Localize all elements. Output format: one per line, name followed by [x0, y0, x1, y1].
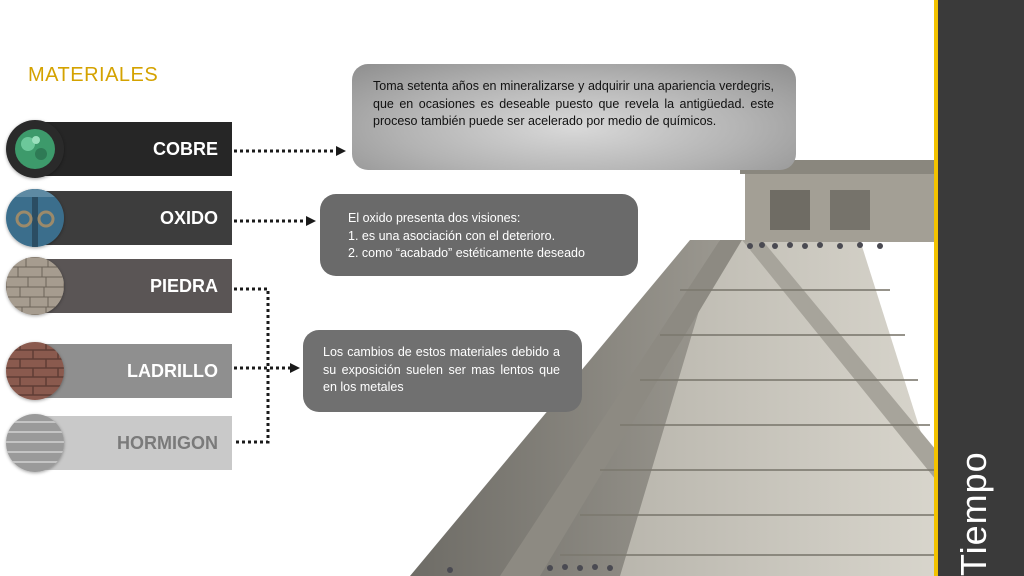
- material-label-oxido: OXIDO: [159, 207, 218, 228]
- material-bar-ladrillo[interactable]: LADRILLO: [38, 344, 232, 398]
- oxide-door-texture-icon: [6, 189, 64, 247]
- concrete-texture-icon: [6, 414, 64, 472]
- material-bar-piedra[interactable]: PIEDRA: [38, 259, 232, 313]
- description-oxido-line: El oxido presenta dos visiones:: [348, 211, 521, 225]
- material-row-ladrillo[interactable]: LADRILLO: [6, 342, 232, 400]
- material-label-cobre: COBRE: [152, 138, 218, 159]
- material-row-cobre[interactable]: COBRE: [6, 120, 232, 178]
- description-cobre-text: Toma setenta años en mineralizarse y adq…: [373, 79, 774, 128]
- arrow-head-oxido: [306, 216, 316, 226]
- material-bar-hormigon[interactable]: HORMIGON: [38, 416, 232, 470]
- description-oxido: El oxido presenta dos visiones: 1. es un…: [320, 194, 638, 276]
- material-bar-cobre[interactable]: COBRE: [38, 122, 232, 176]
- material-label-ladrillo: LADRILLO: [127, 360, 218, 381]
- description-piedra: Los cambios de estos materiales debido a…: [303, 330, 582, 412]
- copper-texture-icon: [6, 120, 64, 178]
- description-piedra-text: Los cambios de estos materiales debido a…: [323, 345, 560, 394]
- arrow-head-ladrillo: [290, 363, 300, 373]
- material-bar-oxido[interactable]: OXIDO: [38, 191, 232, 245]
- side-band: [934, 0, 1024, 576]
- material-label-hormigon: HORMIGON: [117, 432, 218, 453]
- arrow-piedra-group: [234, 287, 270, 444]
- description-oxido-line: 1. es una asociación con el deterioro.: [348, 228, 556, 243]
- material-label-piedra: PIEDRA: [149, 275, 218, 296]
- description-oxido-line: 2. como “acabado” estéticamente deseado: [348, 246, 585, 260]
- section-title: MATERIALES: [28, 64, 159, 86]
- material-row-hormigon[interactable]: HORMIGON: [6, 414, 232, 472]
- arrow-head-cobre: [336, 146, 346, 156]
- side-label: Tiempo: [953, 451, 994, 576]
- material-row-oxido[interactable]: OXIDO: [6, 189, 232, 247]
- pyramid-photo: [410, 160, 936, 576]
- material-row-piedra[interactable]: PIEDRA: [6, 257, 232, 315]
- description-cobre: Toma setenta años en mineralizarse y adq…: [352, 64, 796, 170]
